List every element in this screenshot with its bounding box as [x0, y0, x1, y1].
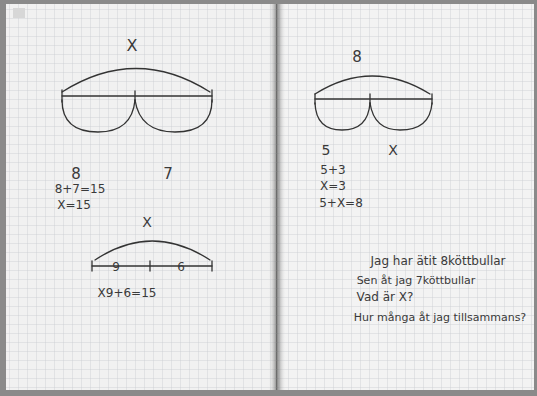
part-brace: [315, 103, 370, 130]
top-brace: [95, 241, 210, 260]
math-label: X: [127, 37, 138, 55]
math-label: X: [388, 143, 398, 158]
note-text: Sen åt jag 7köttbullar: [357, 275, 476, 287]
note-text: Hur många åt jag tillsammans?: [354, 312, 526, 324]
math-label: 8: [71, 166, 81, 183]
part-brace: [135, 100, 212, 132]
page-mark: [13, 8, 25, 18]
math-label: 5+3: [320, 164, 345, 177]
part-brace: [370, 103, 432, 130]
bar: [92, 265, 212, 266]
page-grid: [6, 4, 534, 390]
note-text: Vad är X?: [357, 291, 414, 304]
top-brace: [62, 69, 210, 93]
math-label: 8: [352, 49, 362, 66]
spine: [268, 4, 286, 390]
math-label: 5+X=8: [319, 197, 363, 210]
bar: [62, 95, 212, 96]
math-label: X: [142, 215, 152, 230]
math-label: 6: [177, 261, 185, 274]
part-brace: [62, 100, 135, 132]
math-label: X9+6=15: [98, 287, 157, 300]
math-label: 7: [163, 166, 173, 183]
note-text: Jag har ätit 8köttbullar: [370, 255, 505, 268]
math-label: 5: [322, 143, 331, 158]
math-label: X=15: [57, 199, 91, 212]
top-brace: [315, 76, 430, 94]
bar: [315, 98, 432, 99]
math-label: X=3: [320, 180, 346, 193]
math-label: 9: [112, 261, 120, 274]
math-label: 8+7=15: [55, 183, 106, 196]
